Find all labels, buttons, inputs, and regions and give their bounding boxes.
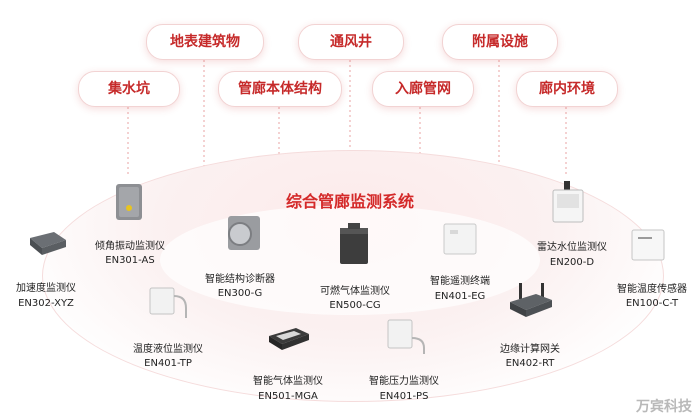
category-label: 地表建筑物 (170, 34, 240, 50)
device-model-temperature-level: EN401-TP (144, 358, 192, 369)
telemetry-terminal-image (443, 223, 477, 255)
category-label: 廊内环境 (539, 81, 595, 97)
device-model-tilt-vibration: EN301-AS (105, 255, 155, 266)
device-model-smart-pressure: EN401-PS (379, 391, 429, 402)
system-title: 综合管廊监测系统 (285, 192, 414, 211)
radar-water-level-monitor-image (552, 181, 584, 223)
device-name-smart-pressure: 智能压力监测仪 (369, 376, 439, 387)
device-model-radar-water-level: EN200-D (549, 257, 595, 268)
category-label: 入廊管网 (395, 81, 451, 97)
category-pill-corridor-structure: 管廊本体结构 (218, 71, 342, 107)
device-name-combustible-gas: 可燃气体监测仪 (320, 286, 390, 297)
category-label: 通风井 (330, 34, 372, 50)
device-model-accelerometer: EN302-XYZ (18, 298, 74, 309)
category-pill-ventilation-shaft: 通风井 (298, 24, 404, 60)
category-pill-incoming-pipelines: 入廊管网 (372, 71, 474, 107)
device-name-telemetry-terminal: 智能遥测终端 (430, 276, 490, 287)
smart-gas-monitor-image (269, 328, 309, 350)
temperature-sensor-image (631, 229, 665, 261)
device-model-temperature-sensor: EN100-C-T (625, 298, 679, 309)
category-pill-sump-pit: 集水坑 (78, 71, 180, 107)
accelerometer-image (30, 232, 66, 255)
device-model-combustible-gas: EN500-CG (329, 300, 381, 311)
device-name-temperature-sensor: 智能温度传感器 (617, 284, 687, 295)
category-label: 管廊本体结构 (238, 81, 322, 97)
category-pill-surface-buildings: 地表建筑物 (146, 24, 264, 60)
device-name-tilt-vibration: 倾角振动监测仪 (95, 241, 165, 252)
device-name-accelerometer: 加速度监测仪 (16, 283, 76, 294)
edge-gateway-image (510, 283, 552, 317)
temperature-level-monitor-image (149, 287, 187, 318)
device-model-structure-diagnoser: EN300-G (217, 288, 263, 299)
device-name-radar-water-level: 雷达水位监测仪 (537, 242, 607, 253)
tilt-vibration-monitor-image (116, 184, 142, 220)
device-model-telemetry-terminal: EN401-EG (434, 291, 486, 302)
watermark: 万宾科技 (636, 399, 692, 415)
category-label: 附属设施 (472, 34, 528, 50)
device-model-smart-gas: EN501-MGA (258, 391, 318, 402)
category-label: 集水坑 (108, 81, 150, 97)
smart-pressure-monitor-image (387, 319, 425, 354)
device-name-temperature-level: 温度液位监测仪 (133, 344, 203, 355)
category-pill-auxiliary-facilities: 附属设施 (442, 24, 558, 60)
structure-diagnoser-image (228, 216, 260, 250)
combustible-gas-monitor-image (340, 223, 368, 264)
device-name-smart-gas: 智能气体监测仪 (253, 376, 323, 387)
device-model-edge-gateway: EN402-RT (505, 358, 555, 369)
device-name-structure-diagnoser: 智能结构诊断器 (205, 274, 275, 285)
category-pill-corridor-environment: 廊内环境 (516, 71, 618, 107)
device-name-edge-gateway: 边缘计算网关 (500, 344, 560, 355)
